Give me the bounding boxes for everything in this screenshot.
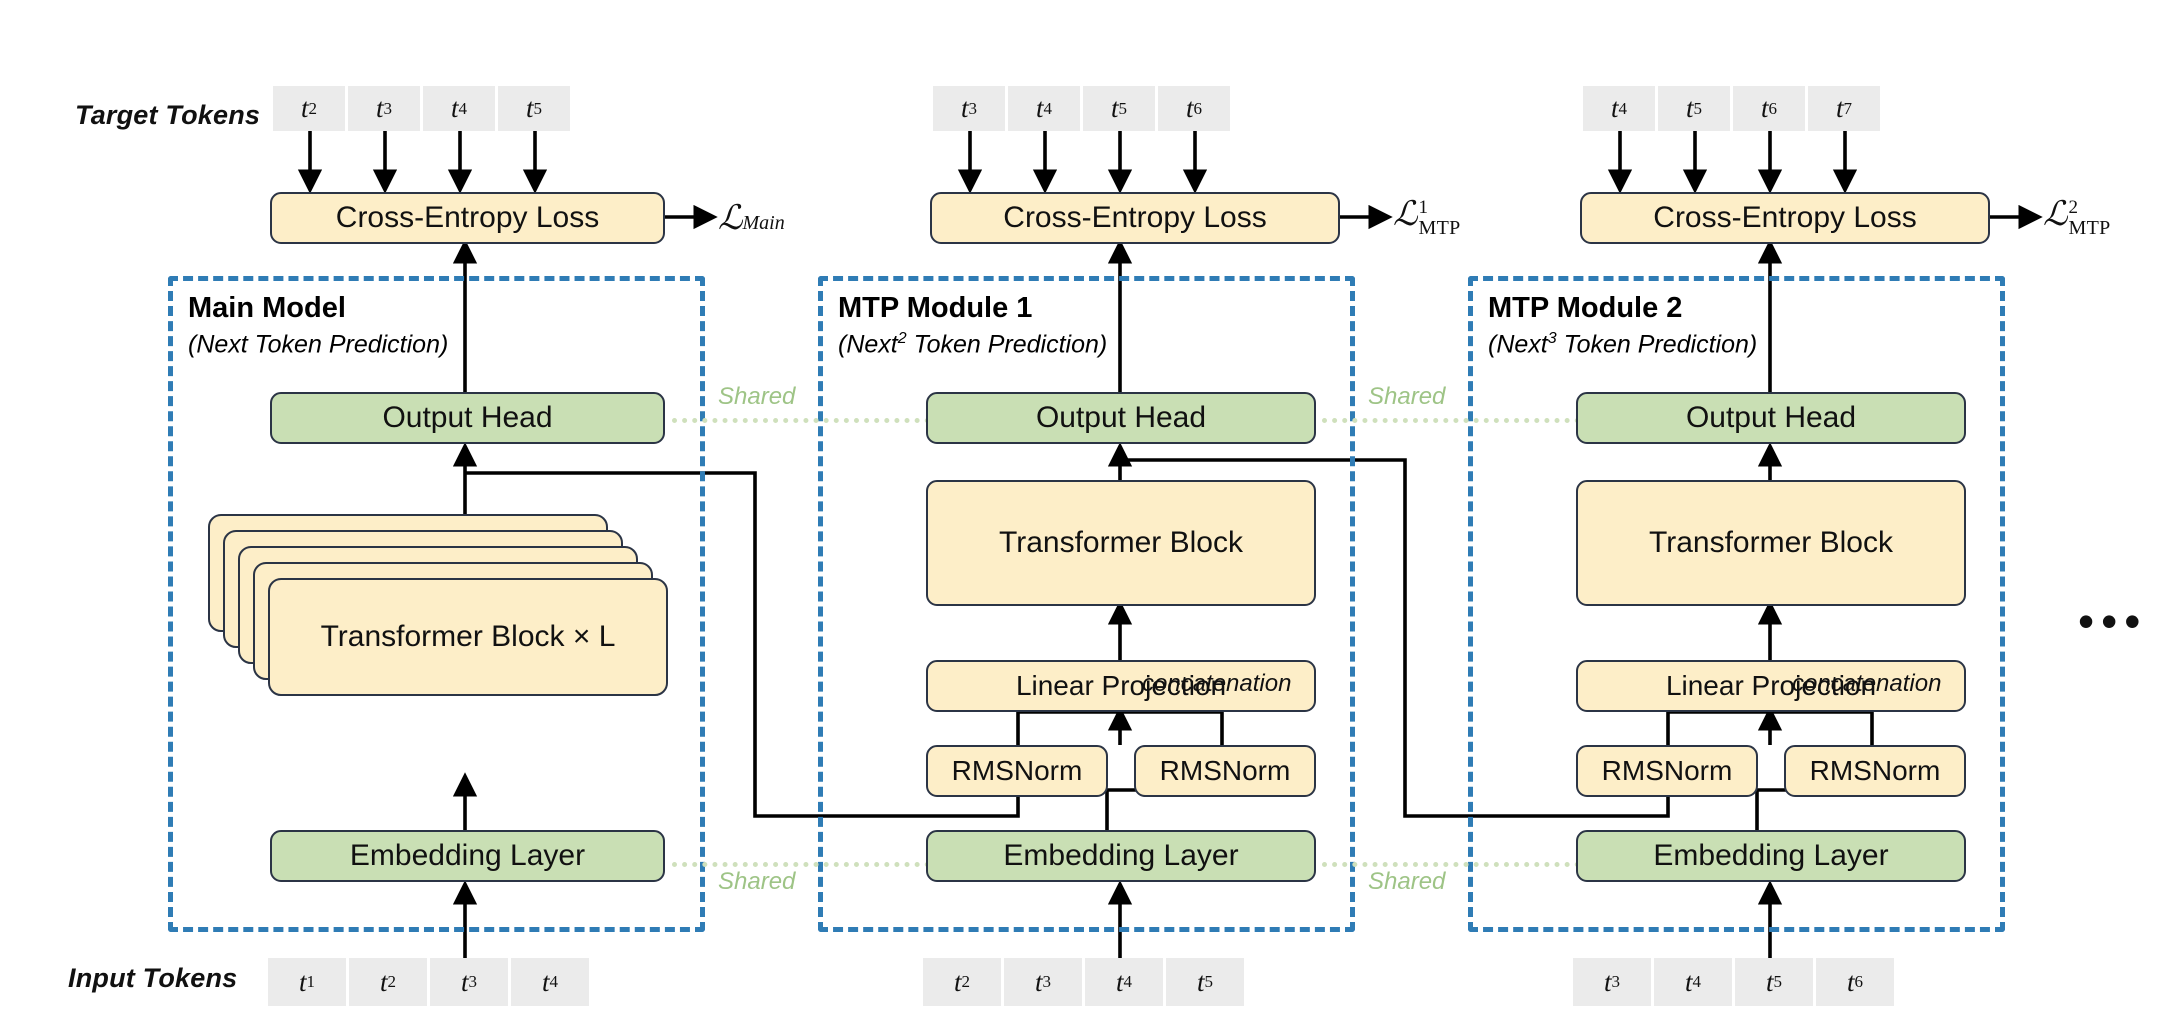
shared-label-embedding-2: Shared — [1368, 868, 1446, 895]
continuation-ellipsis: ••• — [2078, 595, 2148, 647]
module-subtitle-mtp1: (Next2 Token Prediction) — [838, 330, 1107, 359]
module-frame-main — [168, 276, 705, 932]
target-tokens-label: Target Tokens — [75, 100, 261, 130]
module-subtitle-post-main: Token Prediction) — [247, 330, 449, 359]
module-subtitle-pre-mtp1: (Next — [838, 330, 898, 359]
linear-projection-box-mtp1: Linear Projection — [926, 660, 1316, 712]
shared-dotted-line-embedding-2 — [1322, 862, 1580, 867]
module-title-main: Main Model — [188, 292, 346, 324]
transformer-block-box-mtp2: Transformer Block — [1576, 480, 1966, 606]
module-subtitle-sup-mtp2: 3 — [1547, 330, 1557, 347]
module-title-mtp1: MTP Module 1 — [838, 292, 1033, 324]
transformer-block-label-main: Transformer Block × L — [320, 620, 616, 653]
module-subtitle-pre-main: (Next — [188, 330, 248, 359]
loss-subscript-main: Main — [742, 212, 785, 234]
module-subtitle-mtp2: (Next3 Token Prediction) — [1488, 330, 1757, 359]
linear-projection-box-mtp2: Linear Projection — [1576, 660, 1966, 712]
concatenation-label-mtp1: concatenation — [1142, 670, 1292, 697]
output-head-box-mtp1: Output Head — [926, 392, 1316, 444]
rmsnorm-box-left-mtp1: RMSNorm — [926, 745, 1108, 797]
module-subtitle-sup-mtp1: 2 — [897, 330, 907, 347]
shared-label-output-head-1: Shared — [718, 383, 796, 410]
loss-superscript-mtp1: 1 — [1418, 197, 1429, 219]
module-subtitle-pre-mtp2: (Next — [1488, 330, 1548, 359]
embedding-layer-box-main: Embedding Layer — [270, 830, 665, 882]
shared-dotted-line-output-head-2 — [1322, 418, 1580, 423]
concatenation-label-mtp2: concatenation — [1792, 670, 1942, 697]
module-frame-mtp1 — [818, 276, 1355, 932]
rmsnorm-box-left-mtp2: RMSNorm — [1576, 745, 1758, 797]
embedding-layer-box-mtp2: Embedding Layer — [1576, 830, 1966, 882]
module-subtitle-post-mtp2: Token Prediction) — [1556, 330, 1758, 359]
shared-label-embedding-1: Shared — [718, 868, 796, 895]
transformer-block-box-main: Transformer Block × L — [268, 578, 668, 696]
loss-symbol-main: ℒMain — [718, 200, 785, 237]
loss-subscript-mtp1: MTP — [1418, 216, 1461, 239]
module-subtitle-post-mtp1: Token Prediction) — [906, 330, 1108, 359]
shared-dotted-line-embedding-1 — [672, 862, 930, 867]
shared-label-output-head-2: Shared — [1368, 383, 1446, 410]
input-tokens-label: Input Tokens — [68, 963, 238, 993]
rmsnorm-box-right-mtp1: RMSNorm — [1134, 745, 1316, 797]
rmsnorm-box-right-mtp2: RMSNorm — [1784, 745, 1966, 797]
loss-subscript-mtp2: MTP — [2068, 216, 2111, 239]
transformer-block-box-mtp1: Transformer Block — [926, 480, 1316, 606]
module-subtitle-main: (Next Token Prediction) — [188, 330, 448, 359]
module-frame-mtp2 — [1468, 276, 2005, 932]
embedding-layer-box-mtp1: Embedding Layer — [926, 830, 1316, 882]
cross-entropy-loss-box-main: Cross-Entropy Loss — [270, 192, 665, 244]
output-head-box-mtp2: Output Head — [1576, 392, 1966, 444]
loss-superscript-mtp2: 2 — [2068, 197, 2079, 219]
cross-entropy-loss-box-mtp2: Cross-Entropy Loss — [1580, 192, 1990, 244]
output-head-box-main: Output Head — [270, 392, 665, 444]
module-title-mtp2: MTP Module 2 — [1488, 292, 1683, 324]
cross-entropy-loss-box-mtp1: Cross-Entropy Loss — [930, 192, 1340, 244]
shared-dotted-line-output-head-1 — [672, 418, 930, 423]
